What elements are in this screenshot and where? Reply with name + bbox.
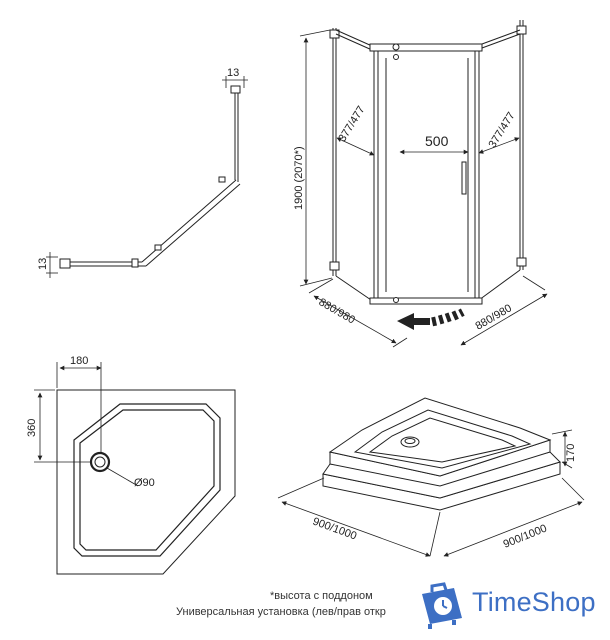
side-left-dim (336, 137, 375, 156)
drain-leader (106, 467, 139, 487)
base-right-dim (460, 275, 548, 346)
tray-height-label: 170 (565, 444, 577, 462)
base-left-label: 880/980 (317, 296, 357, 326)
profile-view (59, 85, 241, 269)
profile-dim-left-label: 13 (37, 258, 49, 270)
install-note: Универсальная установка (лев/прав откр (176, 606, 386, 618)
drain-label: Ø90 (134, 477, 155, 489)
suitcase-clock-icon (422, 582, 462, 629)
profile-dim-left (46, 252, 58, 278)
tray-offset-y-dim (34, 389, 92, 463)
tray-width-left-dim (277, 477, 441, 557)
tray-width-right-dim (443, 477, 585, 557)
enclosure-view (329, 20, 527, 305)
enclosure-height-dim (299, 29, 333, 287)
side-left-label: 377/477 (336, 104, 367, 144)
tray-offset-x-dim (56, 362, 102, 454)
profile-dim-top-label: 13 (227, 67, 239, 79)
door-swing-arrow (397, 308, 465, 330)
height-note: *высота с поддоном (270, 590, 373, 602)
profile-dim-top (222, 76, 248, 88)
door-width-label: 500 (425, 133, 449, 149)
tray-offset-x-label: 180 (70, 355, 88, 367)
tray-offset-y-label: 360 (26, 419, 38, 437)
tray-width-left-label: 900/1000 (311, 516, 358, 543)
tray-height-dim (551, 429, 573, 469)
tray-width-right-label: 900/1000 (502, 522, 549, 550)
base-left-dim (308, 278, 408, 348)
brand-logo: TimeShop (418, 577, 596, 627)
enclosure-height-label: 1900 (2070*) (293, 146, 305, 210)
brand-name: TimeShop (472, 586, 596, 617)
side-right-dim (478, 137, 520, 154)
tray-3d (322, 397, 561, 511)
